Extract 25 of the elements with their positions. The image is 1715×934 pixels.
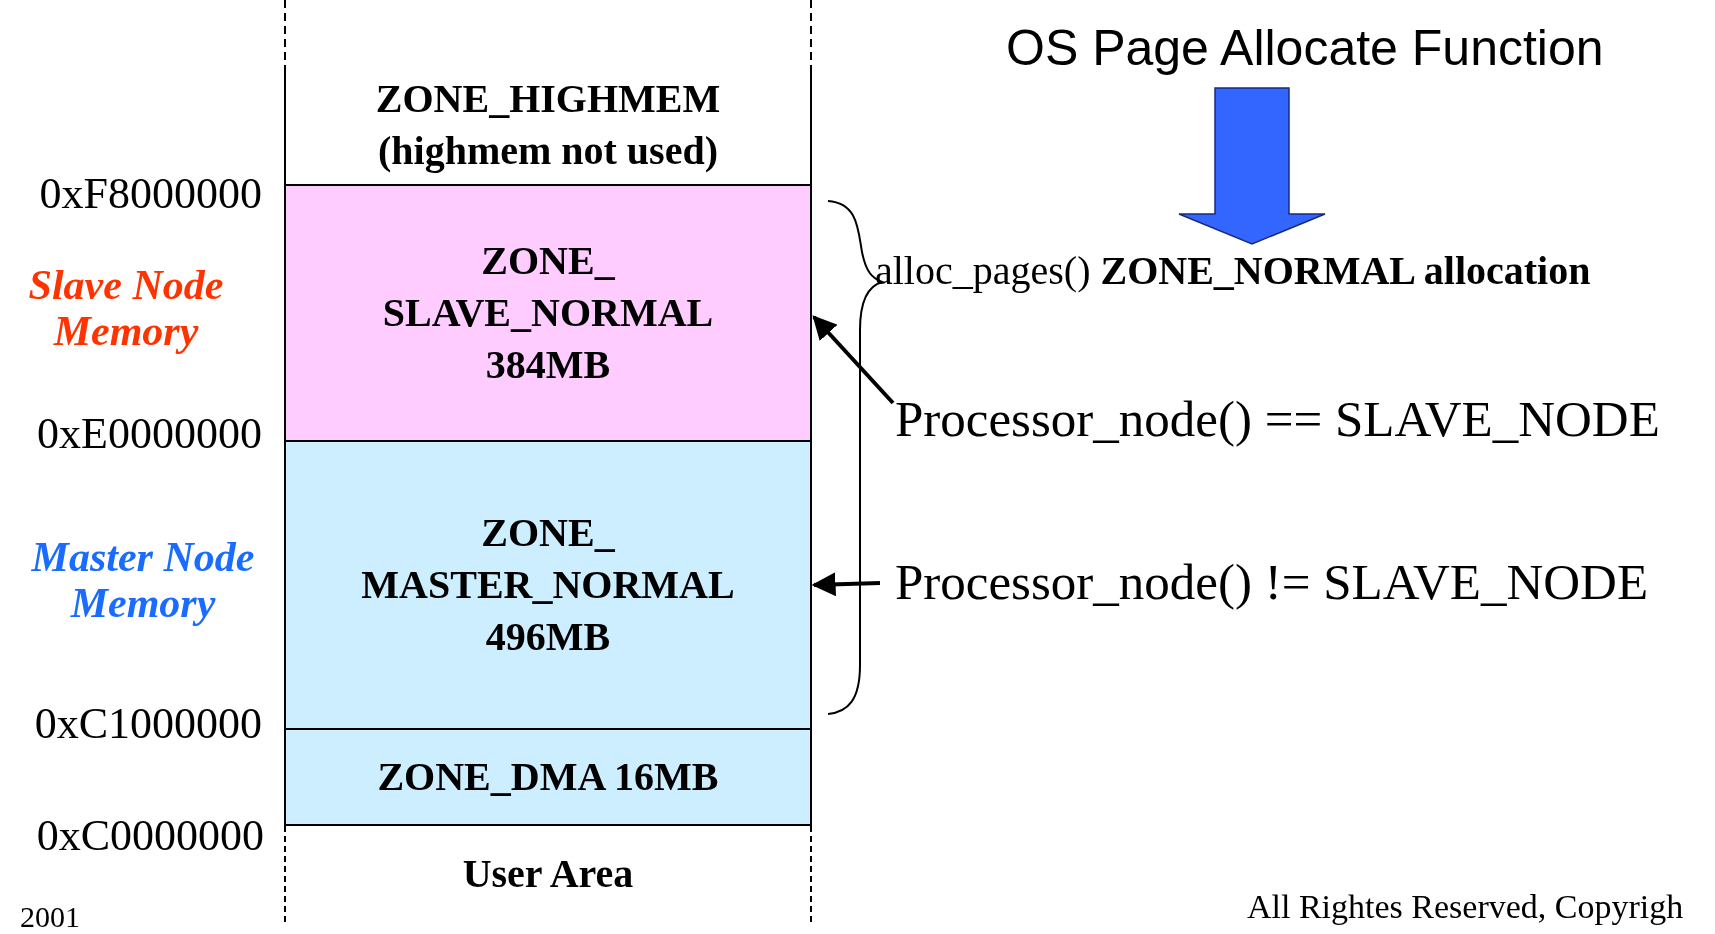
memory-zone — [284, 826, 812, 922]
zone-label: ZONE_DMA 16MB — [377, 753, 719, 801]
condition-text: Processor_node() == SLAVE_NODE — [895, 390, 1660, 449]
memory-zone — [284, 186, 812, 442]
function-title: OS Page Allocate Function — [1006, 20, 1604, 78]
copyright-note: All Rightes Reserved, Copyrigh — [1247, 888, 1685, 926]
alloc-text: alloc_pages() ZONE_NORMAL allocation — [875, 248, 1591, 294]
block-arrow — [1178, 87, 1326, 245]
zone-label: User Area — [462, 850, 634, 898]
memory-zone — [284, 730, 812, 826]
condition-text: Processor_node() != SLAVE_NODE — [895, 553, 1649, 612]
zone-label: ZONE_ MASTER_NORMAL 496MB — [360, 509, 736, 661]
memory-region-label: Slave Node Memory — [27, 262, 225, 355]
zone-label: ZONE_HIGHMEM (highmem not used) — [374, 75, 722, 175]
address-label: 0xC1000000 — [33, 700, 262, 749]
address-label: 0xC0000000 — [35, 812, 264, 861]
arrow — [811, 572, 881, 597]
memory-region-label: Master Node Memory — [30, 534, 256, 627]
address-label: 0xF8000000 — [38, 170, 262, 219]
arrow — [812, 315, 895, 405]
memory-zone — [284, 66, 812, 186]
zone-label: ZONE_ SLAVE_NORMAL 384MB — [381, 237, 715, 389]
memory-zone — [284, 442, 812, 730]
year-text: 2001 — [20, 900, 81, 933]
address-label: 0xE0000000 — [36, 410, 262, 459]
